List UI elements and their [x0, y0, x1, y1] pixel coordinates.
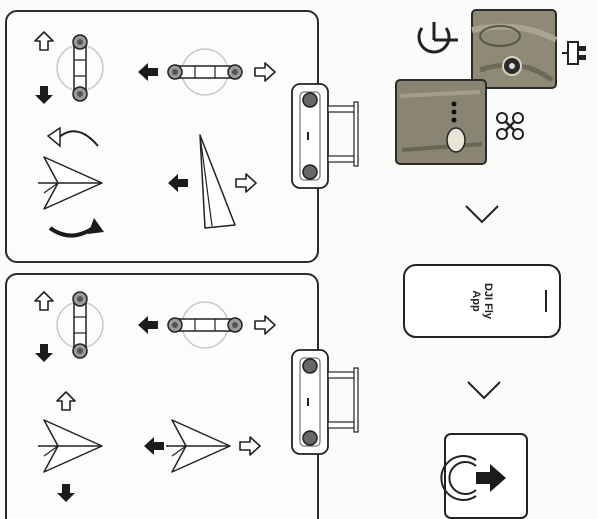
- takeoff-button: [440, 433, 528, 519]
- left-stick-vertical-top: [34, 31, 104, 104]
- plane-right-bottom-left: [37, 391, 103, 502]
- phone-screen: DJI Fly App: [404, 265, 560, 337]
- plane-right-bottom-right: [144, 419, 261, 473]
- remote-controller-top: [291, 83, 359, 189]
- remote-power-photo: [471, 9, 558, 89]
- remote-controller-icon: [562, 41, 586, 65]
- app-name-line2: App: [469, 290, 482, 312]
- app-name-label: DJI Fly App: [470, 283, 494, 319]
- stick-diagram-mode-bottom: [5, 273, 319, 519]
- remote-controller-bottom: [291, 349, 359, 455]
- left-stick-vertical-bottom: [34, 291, 104, 362]
- smartphone-icon: [403, 264, 561, 338]
- drone-icon: [496, 112, 524, 140]
- rotate-arrows-top: [46, 126, 104, 238]
- right-stick-horizontal-bottom: [138, 301, 276, 349]
- drone-power-photo: [395, 79, 487, 165]
- chevron-down-icon: [465, 205, 499, 224]
- chevron-down-icon: [467, 381, 501, 400]
- app-name-line1: DJI Fly: [481, 282, 494, 320]
- right-stick-horizontal-top: [138, 48, 276, 96]
- plane-side-top: [168, 134, 257, 229]
- plane-right-top: [37, 156, 103, 210]
- power-icon: [417, 22, 458, 54]
